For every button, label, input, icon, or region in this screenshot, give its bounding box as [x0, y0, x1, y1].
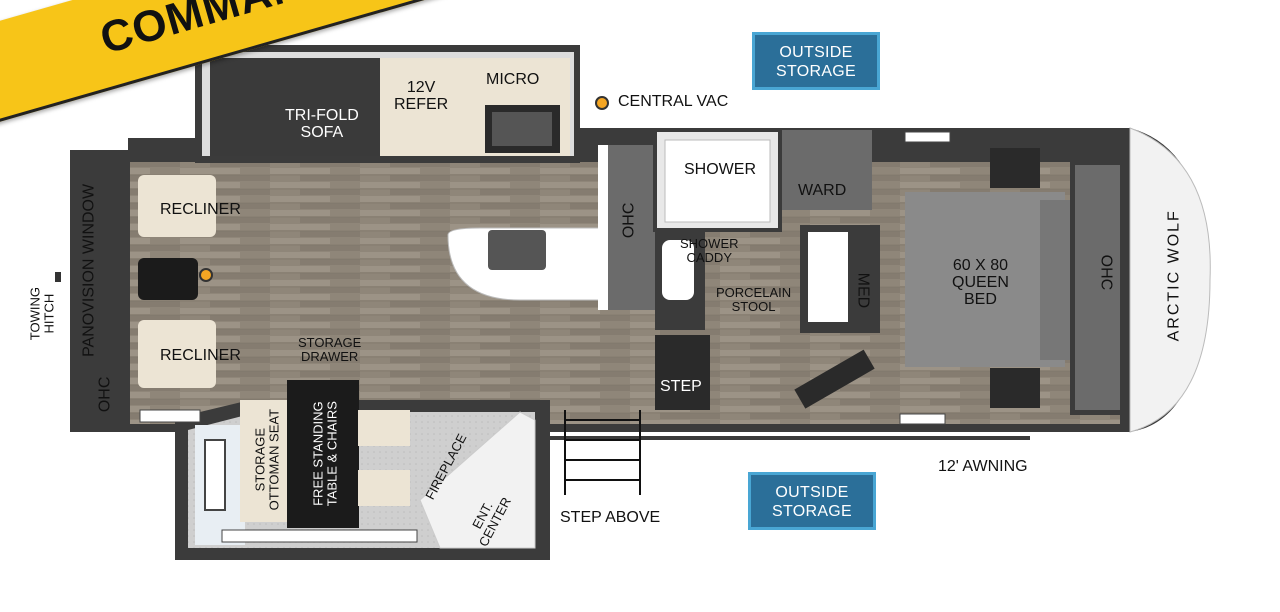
bathroom	[653, 128, 880, 410]
refer-label: 12V REFER	[394, 79, 449, 114]
recliner-bottom-label: RECLINER	[160, 347, 241, 364]
front-living-area	[80, 162, 216, 424]
queen-bed-label: 60 X 80 QUEEN BED	[952, 257, 1009, 308]
queen-bed-line1: 60 X 80	[952, 257, 1009, 274]
outside-storage-top-line2: STORAGE	[775, 63, 857, 80]
brand-logo: ARCTIC WOLF	[1165, 209, 1183, 342]
step-above-label: STEP ABOVE	[560, 509, 661, 526]
outside-storage-bottom: OUTSIDE STORAGE	[748, 472, 876, 530]
slideout-kitchen	[195, 45, 580, 163]
shower-caddy-label: SHOWER CADDY	[680, 237, 739, 264]
towing-hitch	[55, 272, 61, 282]
central-vac-marker	[595, 96, 609, 110]
storage-drawer-label: STORAGE DRAWER	[298, 336, 361, 363]
tri-fold-sofa-label: TRI-FOLD SOFA	[285, 107, 359, 142]
ohc-front-label: OHC	[96, 376, 114, 413]
ward-label: WARD	[798, 182, 847, 199]
queen-bed-line3: BED	[964, 290, 997, 308]
outside-storage-bottom-line2: STORAGE	[771, 503, 853, 520]
refer-line1: 12V	[406, 79, 436, 96]
awning-and-steps	[540, 410, 1030, 495]
ohc-bedroom-label: OHC	[1097, 254, 1115, 291]
queen-bed-line2: QUEEN	[952, 273, 1009, 291]
tri-fold-sofa-line1: TRI-FOLD	[285, 107, 359, 124]
free-standing-table-label: FREE STANDING TABLE & CHAIRS	[310, 391, 339, 517]
storage-drawer-line1: STORAGE	[298, 335, 362, 350]
step-label: STEP	[660, 378, 702, 395]
outside-storage-top-line1: OUTSIDE	[779, 44, 853, 61]
shower-caddy-line1: SHOWER	[680, 236, 739, 251]
porcelain-stool-line1: PORCELAIN	[716, 285, 792, 300]
kitchen-island	[447, 145, 655, 310]
towing-hitch-label: TOWING HITCH	[27, 284, 56, 344]
shower-label: SHOWER	[684, 161, 756, 178]
ohc-kitchen-label: OHC	[620, 202, 638, 239]
outside-storage-top: OUTSIDE STORAGE	[752, 32, 880, 90]
storage-drawer-line2: DRAWER	[301, 348, 359, 364]
shower-caddy-line2: CADDY	[686, 249, 732, 265]
central-vac-outlet-marker	[199, 268, 213, 282]
central-vac-label: CENTRAL VAC	[618, 93, 729, 110]
slideout-dinette	[175, 380, 550, 560]
outside-storage-bottom-line1: OUTSIDE	[775, 484, 849, 501]
awning-label: 12' AWNING	[938, 458, 1028, 475]
bedroom	[794, 131, 1125, 425]
panovision-window-label: PANOVISION WINDOW	[80, 183, 98, 357]
tri-fold-sofa-line2: SOFA	[300, 123, 344, 141]
micro-label: MICRO	[486, 71, 540, 88]
porcelain-stool-line2: STOOL	[731, 298, 776, 314]
recliner-top-label: RECLINER	[160, 201, 241, 218]
porcelain-stool-label: PORCELAIN STOOL	[716, 286, 791, 313]
storage-ottoman-seat-label: STORAGE OTTOMAN SEAT	[252, 405, 281, 515]
storage-ottoman-line2: OTTOMAN SEAT	[266, 408, 281, 511]
towing-hitch-line2: HITCH	[41, 293, 56, 334]
free-standing-line2: TABLE & CHAIRS	[324, 401, 339, 507]
refer-line2: REFER	[394, 95, 449, 113]
med-label: MED	[854, 272, 872, 309]
